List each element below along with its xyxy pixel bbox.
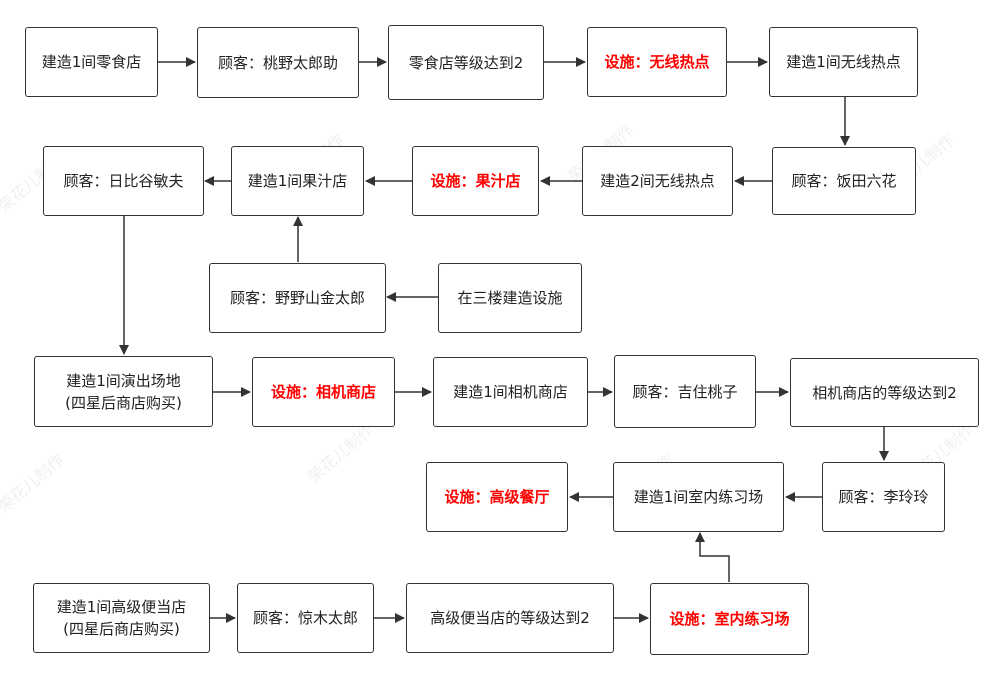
node-customer-nonoyama: 顾客：野野山金太郎 [209,263,386,333]
node-customer-odoroki: 顾客：惊木太郎 [237,583,374,653]
node-facility-indoor-practice-range: 设施：室内练习场 [650,583,809,655]
node-customer-hibiya: 顾客：日比谷敏夫 [43,146,204,216]
node-customer-momono: 顾客：桃野太郎助 [197,27,359,98]
node-build-wifi-hotspot: 建造1间无线热点 [769,27,918,97]
node-customer-yoshizumi: 顾客：吉住桃子 [614,355,756,428]
node-build-fine-bento-shop: 建造1间高级便当店 (四星后商店购买) [33,583,210,653]
node-facility-fine-restaurant: 设施：高级餐厅 [426,462,568,532]
node-build-on-third-floor: 在三楼建造设施 [438,263,582,333]
node-build-performance-venue: 建造1间演出场地 (四星后商店购买) [34,356,213,427]
node-camera-shop-level2: 相机商店的等级达到2 [790,358,979,427]
node-customer-iida: 顾客：饭田六花 [772,147,916,215]
node-facility-wifi-hotspot: 设施：无线热点 [587,27,727,97]
node-facility-camera-shop: 设施：相机商店 [252,357,395,427]
node-snack-shop-level2: 零食店等级达到2 [388,25,544,100]
node-build-2-wifi-hotspots: 建造2间无线热点 [582,146,733,216]
node-customer-li-lingling: 顾客：李玲玲 [822,462,945,532]
node-build-snack-shop: 建造1间零食店 [25,27,158,97]
edge-n24-n19 [695,532,730,582]
node-facility-juice-shop: 设施：果汁店 [412,146,539,216]
node-fine-bento-shop-level2: 高级便当店的等级达到2 [406,583,614,653]
node-build-camera-shop: 建造1间相机商店 [433,357,588,427]
node-build-indoor-practice-range: 建造1间室内练习场 [613,462,784,532]
node-build-juice-shop: 建造1间果汁店 [231,146,364,216]
